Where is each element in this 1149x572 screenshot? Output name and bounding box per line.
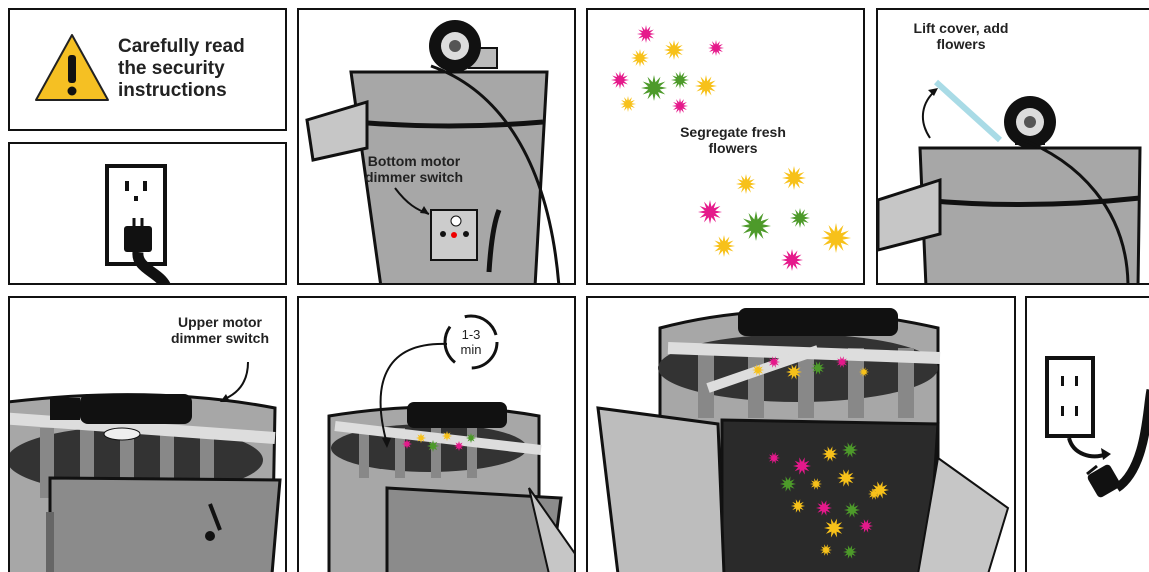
panel-unplug <box>1025 296 1149 572</box>
flower-icon <box>741 211 771 241</box>
flower-icon <box>698 200 722 224</box>
flower-icon <box>713 235 735 257</box>
flower-icon <box>671 71 689 89</box>
panel-bottom-motor: Bottom motor dimmer switch <box>297 8 576 285</box>
flower-icon <box>454 441 464 451</box>
flower-icon <box>790 208 810 228</box>
panel-collect <box>586 296 1016 572</box>
panel-timer: 1-3 min <box>297 296 576 572</box>
flower-icon <box>416 433 426 443</box>
instructions-text: Carefully read the security instructions <box>118 36 263 102</box>
flower-icon <box>442 431 452 441</box>
flower-icon <box>736 174 756 194</box>
machine-icon <box>299 10 576 285</box>
flower-icon <box>641 75 667 101</box>
panel-plug-in <box>8 142 287 285</box>
flower-icon <box>402 439 412 449</box>
outlet-icon <box>1027 298 1149 572</box>
panel-lift-cover: Lift cover, add flowers <box>876 8 1149 285</box>
panel-segregate: Segregate fresh flowers <box>586 8 865 285</box>
flower-icon <box>631 49 649 67</box>
lift-cover-label: Lift cover, add flowers <box>906 20 1016 52</box>
flower-icon <box>695 75 717 97</box>
bottom-motor-label: Bottom motor dimmer switch <box>349 153 479 185</box>
segregate-label: Segregate fresh flowers <box>668 124 798 156</box>
flower-icon <box>781 249 803 271</box>
flower-icon <box>708 40 724 56</box>
outlet-icon <box>10 144 287 285</box>
plug-icon <box>1086 390 1149 499</box>
panel-read-instructions: Carefully read the security instructions <box>8 8 287 131</box>
arrow-icon <box>1069 438 1107 456</box>
flower-icon <box>611 71 629 89</box>
flower-icon <box>821 223 851 253</box>
flower-icon <box>664 40 684 60</box>
panel-upper-motor: Upper motor dimmer switch <box>8 296 287 572</box>
flower-icon <box>637 25 655 43</box>
machine-icon <box>588 298 1016 572</box>
upper-motor-label: Upper motor dimmer switch <box>160 314 280 346</box>
flower-icon <box>782 166 806 190</box>
arrow-icon <box>923 90 936 138</box>
flower-icon <box>466 433 476 443</box>
timer-label: 1-3 min <box>451 328 491 358</box>
flower-icon <box>620 96 636 112</box>
machine-icon <box>299 298 576 572</box>
flower-icon <box>672 98 688 114</box>
